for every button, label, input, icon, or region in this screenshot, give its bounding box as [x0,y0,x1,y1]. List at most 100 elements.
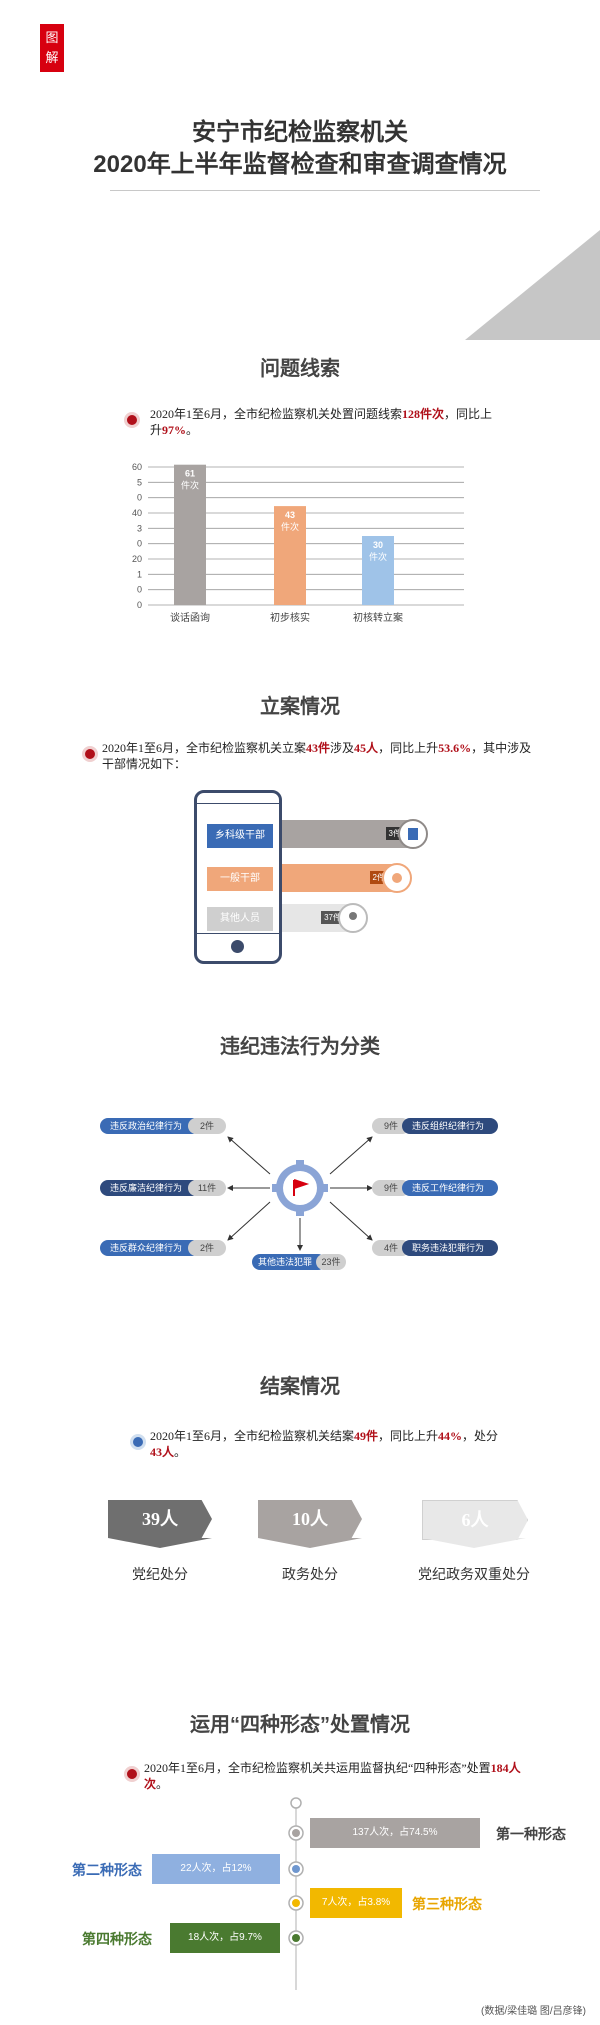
y-tick-label: 0 [137,539,142,549]
credit-line: (数据/梁佳璐 图/吕彦锋) [481,2006,586,2017]
category-other-crime-label: 其他违法犯罪 [258,1257,313,1267]
bullet-dot-icon [124,1766,140,1782]
count-integrity-discipline: 11件 [188,1180,226,1196]
phone-top-line [197,803,279,804]
forms-text-a: 2020年1至6月，全市纪检监察机关共运用监督执纪“四种形态”处置 [144,1761,491,1775]
category-integrity-discipline: 违反廉洁纪律行为 [100,1180,200,1196]
form4-label: 第四种形态 [82,1931,152,1947]
bar-data-label-value: 30 [373,540,383,550]
form2-bar: 22人次，占12% [152,1854,280,1884]
form2-label: 第二种形态 [72,1862,142,1878]
closed-text-c: ，处分 [462,1429,499,1443]
cases-summary: 2020年1至6月，全市纪检监察机关立案43件涉及45人，同比上升53.6%，其… [102,740,542,772]
bullet-dot-icon [124,412,140,428]
closed-text-a: 2020年1至6月，全市纪检监察机关结案 [150,1429,355,1443]
section-title-closed-cases: 结案情况 [260,1376,340,1398]
cases-text-c: ，同比上升 [378,741,439,755]
clues-summary: 2020年1至6月，全市纪检监察机关处置问题线索128件次，同比上升97%。 [150,406,500,438]
x-category-label: 初步核实 [270,611,310,624]
building-icon [398,819,428,849]
category-political-discipline: 违反政治纪律行为 [100,1118,200,1134]
four-forms-summary: 2020年1至6月，全市纪检监察机关共运用监督执纪“四种形态”处置184人次。 [144,1760,524,1792]
form4-bar: 18人次，占9.7% [170,1923,280,1953]
cases-people: 45人 [354,741,379,755]
count-duty-crime: 4件 [372,1240,410,1256]
label-township-cadres: 乡科级干部 [207,824,273,848]
dual-discipline-pointer [422,1538,526,1548]
category-mass-label: 违反群众纪律行为 [110,1243,183,1253]
category-work-discipline: 违反工作纪律行为 [402,1180,498,1196]
bar-data-label-value: 61 [185,469,195,479]
y-tick-label: 40 [132,508,142,518]
count-mass-discipline: 2件 [188,1240,226,1256]
page-title-line2: 2020年上半年监督检查和审查调查情况 [93,151,507,178]
closed-cases-summary: 2020年1至6月，全市纪检监察机关结案49件，同比上升44%，处分43人。 [150,1428,510,1460]
user-icon [338,903,368,933]
clues-text-b: ，同比上升 [150,407,493,437]
party-discipline-box: 39人 [108,1500,212,1538]
form3-label: 第三种形态 [412,1896,482,1912]
y-tick-label: 20 [132,554,142,564]
count-work-discipline: 9件 [372,1180,410,1196]
closed-text-d: 。 [174,1445,187,1459]
government-discipline-label: 政务处分 [282,1566,338,1582]
category-integrity-label: 违反廉洁纪律行为 [110,1183,183,1193]
forms-text-b: 。 [156,1777,169,1791]
cases-growth: 53.6% [438,741,472,755]
corner-triangle-decoration [465,230,600,340]
category-political-label: 违反政治纪律行为 [110,1121,183,1131]
section-title-violations: 违纪违法行为分类 [220,1036,380,1058]
cases-text-a: 2020年1至6月，全市纪检监察机关立案 [102,741,307,755]
phone-bottom-line [197,933,279,934]
bar [362,536,394,605]
party-discipline-pointer [108,1538,212,1548]
clues-text-c: 。 [186,423,199,437]
count-organization-discipline: 9件 [372,1118,410,1134]
bar [174,464,206,605]
label-other-personnel: 其他人员 [207,907,273,931]
bar-general-cadres: 2件 [276,863,412,893]
government-discipline-box: 10人 [258,1500,362,1538]
cases-text-d: ，其中涉及干部情况如下： [102,741,532,771]
bar [274,506,306,605]
category-duty-crime: 职务违法犯罪行为 [402,1240,498,1256]
form3-bar: 7人次，占3.8% [310,1888,402,1918]
cases-count: 43件 [306,741,331,755]
party-discipline-label: 党纪处分 [132,1566,188,1582]
label-general-cadres: 一般干部 [207,867,273,891]
government-discipline-pointer [258,1538,362,1548]
y-tick-label: 0 [137,585,142,595]
graphic-badge: 图解 [40,24,64,72]
category-duty-crime-label: 职务违法犯罪行为 [412,1243,485,1253]
dual-discipline-box: 6人 [422,1500,528,1540]
person-icon [382,863,412,893]
y-tick-label: 3 [137,523,142,533]
y-tick-label: 1 [137,569,142,579]
y-tick-label: 0 [137,493,142,503]
count-political-discipline: 2件 [188,1118,226,1134]
category-work-label: 违反工作纪律行为 [412,1183,485,1193]
timeline [288,1797,304,1990]
closed-punished: 43人 [150,1445,175,1459]
phone-graphic: 乡科级干部 一般干部 其他人员 [194,790,282,964]
phone-home-button [231,940,244,953]
y-tick-label: 5 [137,477,142,487]
bar-other-personnel: 37件 [276,903,368,933]
bar-data-label-unit: 件次 [181,480,199,491]
clues-total: 128件次 [402,407,445,421]
x-category-label: 谈话函询 [170,611,210,624]
dual-discipline-label: 党纪政务双重处分 [418,1566,530,1582]
form1-bar: 137人次，占74.5% [310,1818,480,1848]
violation-arrows [227,1136,373,1251]
clues-text-a: 2020年1至6月，全市纪检监察机关处置问题线索 [150,407,403,421]
title-divider [110,190,540,191]
bar-data-label-value: 43 [285,510,295,520]
clues-growth: 97% [162,423,187,437]
section-title-cases: 立案情况 [260,696,340,718]
closed-growth: 44% [438,1429,463,1443]
y-tick-label: 0 [137,600,142,610]
section-title-clues: 问题线索 [260,358,340,380]
closed-text-b: ，同比上升 [378,1429,439,1443]
category-organization-discipline: 违反组织纪律行为 [402,1118,498,1134]
